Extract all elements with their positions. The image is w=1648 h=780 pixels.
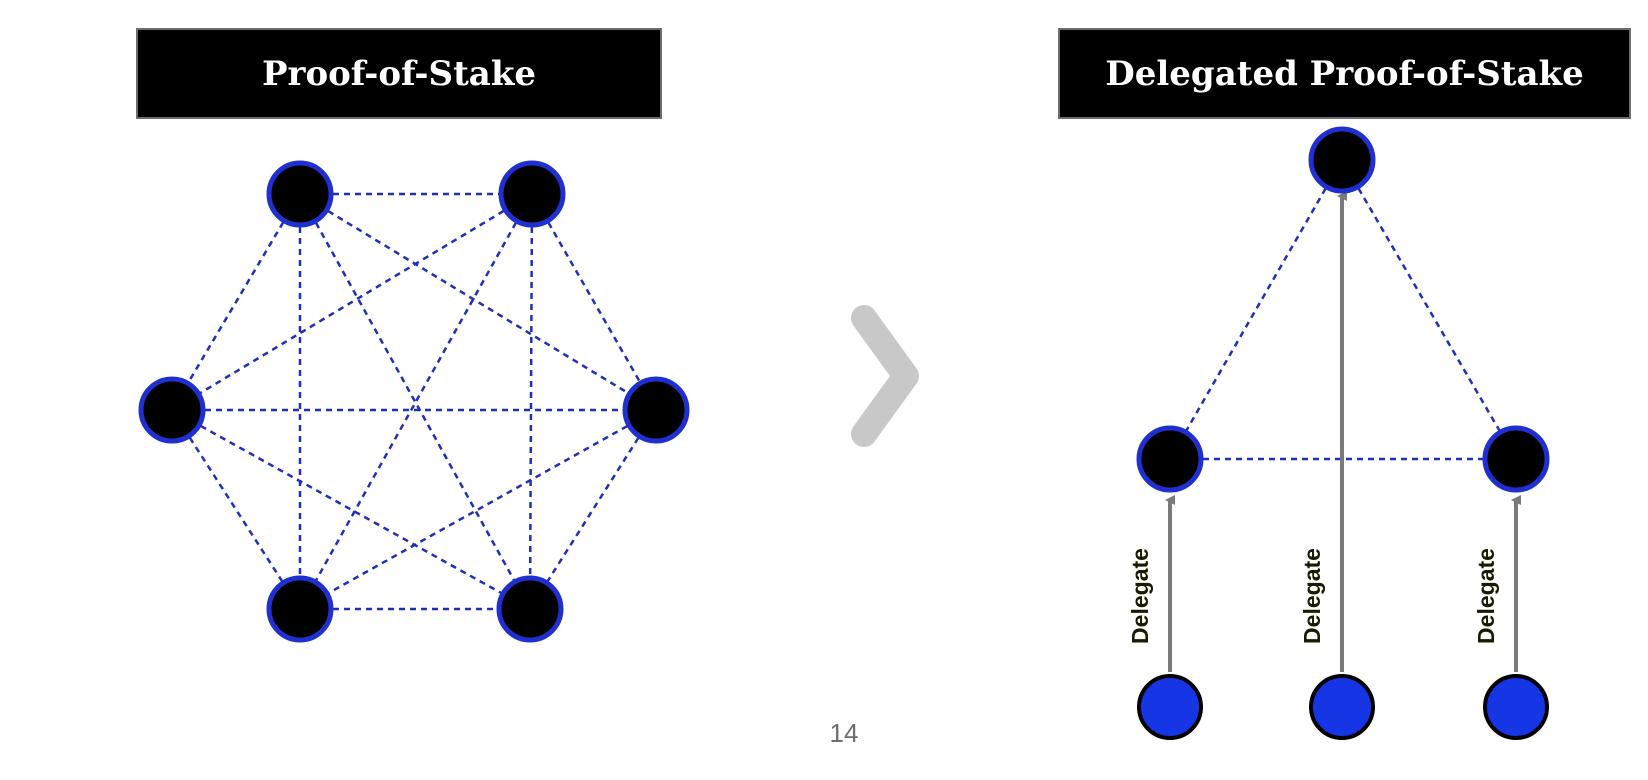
pos-edge <box>530 193 658 411</box>
delegate-node <box>1482 425 1550 493</box>
pos-edge <box>528 409 658 610</box>
dpos-edge <box>1168 159 1344 460</box>
pos-edge <box>298 193 534 610</box>
pos-edge <box>171 408 531 611</box>
delegate-node <box>1308 126 1376 194</box>
pos-edge <box>298 193 532 610</box>
pos-node <box>496 575 564 643</box>
pos-edge <box>170 409 302 610</box>
pos-node <box>138 376 206 444</box>
pos-edge <box>299 192 657 412</box>
pos-mesh <box>170 192 658 611</box>
delegate-label: Delegate <box>1473 548 1499 644</box>
pos-nodes <box>138 160 690 643</box>
delegate-label: Delegate <box>1127 548 1153 644</box>
delegator-node <box>1309 674 1375 740</box>
delegate-arrows <box>1165 191 1521 672</box>
dpos-edge <box>1340 159 1518 460</box>
delegate-labels: Delegate Delegate Delegate <box>1127 548 1499 644</box>
delegator-node <box>1483 674 1549 740</box>
pos-node <box>266 575 334 643</box>
pos-node <box>622 376 690 444</box>
pos-node <box>498 160 566 228</box>
pos-edge <box>528 193 534 610</box>
pos-edge <box>170 193 302 411</box>
chevron-right-icon <box>851 305 919 447</box>
pos-node <box>266 160 334 228</box>
delegator-node <box>1137 674 1203 740</box>
page-number: 14 <box>829 718 859 748</box>
delegated-proof-of-stake-title: Delegated Proof-of-Stake <box>1058 28 1631 119</box>
proof-of-stake-title: Proof-of-Stake <box>136 28 662 119</box>
delegate-label: Delegate <box>1299 548 1325 644</box>
dpos-edges <box>1168 159 1518 461</box>
dpos-delegate-nodes <box>1136 126 1550 493</box>
pos-edge <box>299 408 657 611</box>
pos-edge <box>171 192 533 412</box>
delegate-node <box>1136 425 1204 493</box>
delegator-nodes <box>1137 674 1549 740</box>
